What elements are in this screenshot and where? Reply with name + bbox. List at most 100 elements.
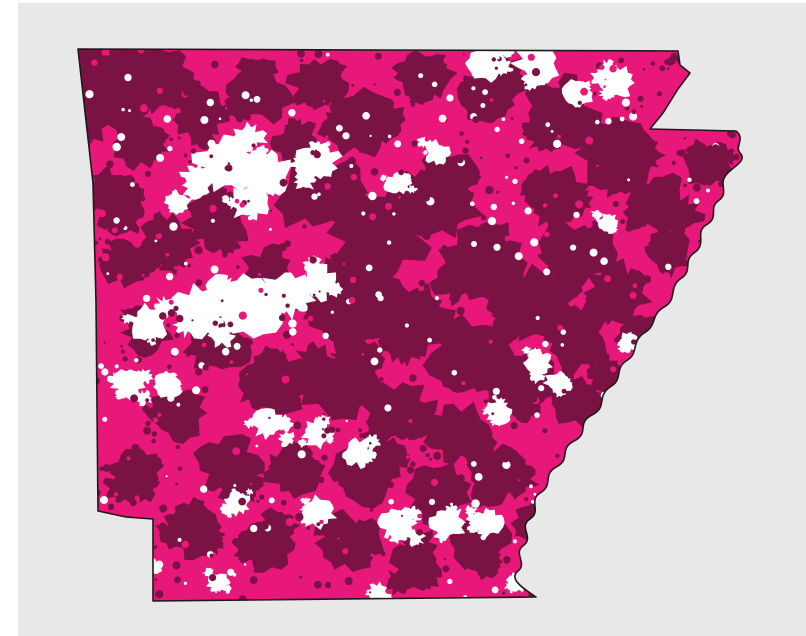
coverage-speckle — [672, 119, 676, 123]
coverage-speckle — [404, 90, 409, 95]
coverage-speckle — [553, 193, 559, 199]
coverage-strong-patch — [435, 418, 464, 454]
coverage-speckle — [385, 202, 393, 210]
coverage-speckle — [257, 314, 267, 324]
coverage-speckle — [703, 268, 709, 274]
coverage-speckle — [370, 168, 379, 176]
coverage-none-patch — [581, 90, 592, 102]
coverage-speckle — [557, 324, 564, 331]
coverage-speckle — [469, 288, 476, 295]
coverage-speckle — [127, 91, 136, 100]
coverage-speckle — [369, 591, 372, 594]
coverage-speckle — [78, 276, 84, 283]
coverage-speckle — [555, 83, 560, 89]
coverage-speckle — [299, 575, 303, 579]
coverage-speckle — [451, 369, 458, 376]
coverage-speckle — [324, 427, 331, 434]
coverage-none-patch — [507, 575, 515, 581]
coverage-speckle — [91, 59, 98, 66]
coverage-speckle — [555, 225, 564, 234]
coverage-speckle — [524, 83, 528, 87]
coverage-speckle — [585, 136, 594, 145]
coverage-speckle — [387, 481, 394, 489]
coverage-speckle — [471, 76, 474, 79]
coverage-speckle — [560, 343, 565, 347]
coverage-strong-patch — [470, 222, 508, 263]
coverage-map[interactable] — [18, 3, 806, 636]
coverage-speckle — [574, 492, 579, 496]
coverage-strong-patch — [691, 156, 725, 186]
coverage-strong-patch — [295, 341, 341, 380]
coverage-none-patch — [144, 317, 157, 328]
coverage-speckle — [324, 581, 332, 589]
coverage-strong-patch — [451, 429, 481, 460]
coverage-speckle — [512, 142, 515, 145]
coverage-speckle — [98, 237, 102, 241]
coverage-speckle — [200, 116, 209, 124]
coverage-none-patch — [251, 185, 259, 195]
coverage-none-patch — [209, 274, 237, 297]
coverage-strong-patch — [592, 161, 638, 199]
coverage-speckle — [480, 534, 487, 541]
coverage-speckle — [598, 64, 605, 70]
coverage-strong-patch — [429, 258, 479, 307]
coverage-speckle — [268, 416, 271, 420]
coverage-speckle — [459, 249, 468, 258]
coverage-none-patch — [121, 313, 135, 325]
coverage-speckle — [150, 226, 156, 232]
coverage-strong-patch — [148, 235, 174, 261]
coverage-strong-patch — [234, 57, 279, 92]
coverage-strong-patch — [190, 522, 227, 556]
coverage-speckle — [312, 293, 316, 297]
coverage-strong-patch — [310, 64, 347, 94]
coverage-speckle — [410, 102, 416, 107]
coverage-speckle — [221, 490, 230, 499]
coverage-strong-patch — [253, 256, 279, 280]
coverage-speckle — [609, 65, 617, 73]
coverage-speckle — [224, 165, 230, 171]
coverage-speckle — [385, 535, 389, 539]
coverage-speckle — [79, 481, 83, 485]
coverage-strong-patch — [120, 452, 146, 476]
coverage-speckle — [696, 61, 704, 69]
coverage-strong-patch — [250, 382, 283, 409]
coverage-speckle — [315, 71, 319, 74]
coverage-speckle — [674, 118, 681, 125]
coverage-speckle — [678, 545, 681, 549]
coverage-speckle — [709, 70, 718, 79]
coverage-speckle — [442, 565, 450, 573]
coverage-speckle — [141, 274, 145, 277]
coverage-strong-patch — [655, 194, 706, 240]
coverage-speckle — [589, 248, 598, 257]
coverage-speckle — [145, 420, 151, 426]
coverage-speckle — [153, 545, 158, 549]
coverage-none-patch — [245, 488, 254, 496]
coverage-speckle — [386, 240, 392, 245]
coverage-speckle — [129, 269, 137, 276]
coverage-speckle — [212, 320, 218, 326]
coverage-speckle — [546, 510, 555, 519]
coverage-none-patch — [481, 405, 494, 416]
coverage-speckle — [656, 328, 660, 332]
coverage-speckle — [311, 193, 318, 200]
coverage-speckle — [337, 537, 340, 540]
coverage-speckle — [91, 598, 94, 601]
coverage-speckle — [717, 485, 723, 491]
coverage-none-patch — [434, 148, 447, 162]
coverage-speckle — [715, 296, 718, 299]
coverage-speckle — [282, 157, 285, 160]
coverage-speckle — [206, 347, 214, 355]
coverage-strong-patch — [152, 236, 192, 276]
coverage-speckle — [280, 499, 287, 506]
coverage-speckle — [202, 364, 209, 371]
coverage-speckle — [422, 231, 431, 240]
coverage-speckle — [720, 459, 728, 467]
coverage-speckle — [394, 140, 402, 148]
coverage-speckle — [79, 54, 86, 61]
coverage-strong-patch — [471, 474, 504, 508]
coverage-none-patch — [605, 222, 619, 234]
coverage-speckle — [144, 170, 151, 177]
coverage-none-patch — [144, 566, 153, 573]
coverage-none-patch — [519, 574, 534, 586]
coverage-speckle — [366, 257, 370, 261]
